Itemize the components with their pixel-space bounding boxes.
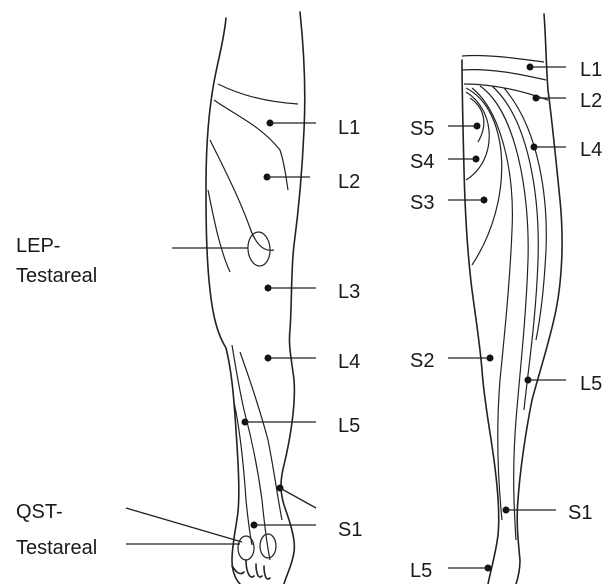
- back-leg: [448, 14, 566, 584]
- front-label-l1: L1: [338, 117, 360, 139]
- back-label-l5-foot: L5: [410, 560, 432, 582]
- front-label-l2: L2: [338, 171, 360, 193]
- front-dermatome-line: [210, 140, 274, 250]
- front-foot-toes: [232, 560, 270, 579]
- back-label-s2: S2: [410, 350, 434, 372]
- back-label-s3: S3: [410, 192, 434, 214]
- back-label-l4: L4: [580, 139, 602, 161]
- front-leader-qst-1: [126, 508, 242, 542]
- front-dermatome-line: [208, 190, 230, 272]
- back-label-s1: S1: [568, 502, 592, 524]
- back-label-s4: S4: [410, 151, 434, 173]
- qst-label-line-1: QST-: [16, 501, 63, 523]
- back-label-l5: L5: [580, 373, 602, 395]
- front-leader-s1-a: [280, 488, 316, 508]
- front-label-l5: L5: [338, 415, 360, 437]
- front-dermatome-line: [218, 84, 298, 104]
- lep-label-line-2: Testareal: [16, 265, 97, 287]
- lep-label-line-1: LEP-: [16, 235, 60, 257]
- front-leg-outline-left: [206, 18, 240, 584]
- qst-label-line-2: Testareal: [16, 537, 97, 559]
- back-label-s5: S5: [410, 118, 434, 140]
- back-dermatome-line: [492, 86, 538, 410]
- front-leg: [126, 12, 316, 584]
- front-label-l4: L4: [338, 351, 360, 373]
- front-label-s1: S1: [338, 519, 362, 541]
- back-label-l2: L2: [580, 90, 602, 112]
- back-dermatome-arc-s5: [470, 98, 484, 142]
- back-label-l1: L1: [580, 59, 602, 81]
- back-dermatome-line: [462, 70, 546, 80]
- lep-test-area: [247, 231, 271, 266]
- front-leg-outline-right: [281, 12, 305, 584]
- back-dermatome-line: [462, 55, 544, 62]
- qst-test-area-1: [238, 536, 254, 560]
- front-label-l3: L3: [338, 281, 360, 303]
- back-dermatome-line: [504, 88, 546, 340]
- back-dermatome-line: [472, 88, 512, 520]
